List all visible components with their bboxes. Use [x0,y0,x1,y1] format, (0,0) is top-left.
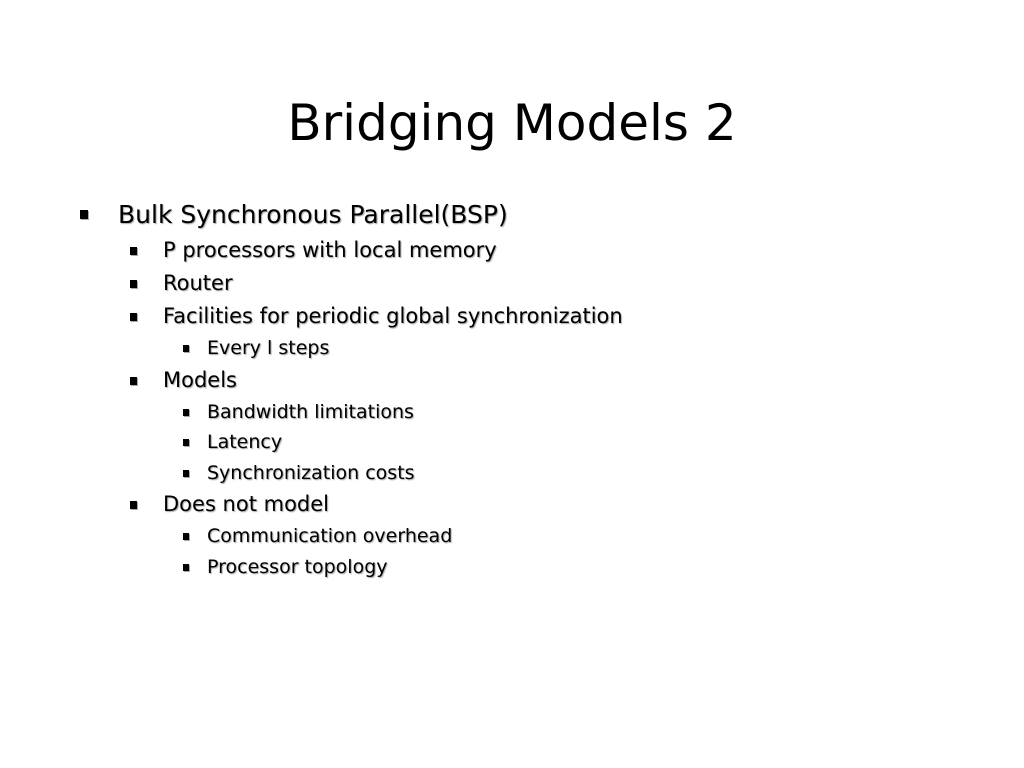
square-bullet-icon [130,280,137,288]
bullet-text: Processor topology [207,555,388,578]
bullet-item-processors: P processors with local memory [0,234,1024,267]
bullet-text: Communication overhead [207,525,453,547]
square-bullet-icon [130,313,137,321]
square-bullet-icon [130,247,137,255]
bullet-item-synchronization-facilities: Facilities for periodic global synchroni… [0,300,1024,333]
bullet-text: Models [163,367,237,392]
bullet-text: P processors with local memory [163,238,497,262]
square-bullet-icon [130,376,137,385]
bullet-list: Bulk Synchronous Parallel(BSP) P process… [0,196,1024,582]
bullet-item-does-not-model: Does not model [0,488,1024,521]
square-bullet-icon [80,210,88,219]
bullet-text: Every l steps [207,337,330,359]
square-bullet-icon [183,563,189,571]
square-bullet-icon [183,439,189,446]
square-bullet-icon [183,408,189,416]
bullet-item-communication-overhead: Communication overhead [0,521,1024,552]
square-bullet-icon [130,501,137,509]
bullet-item-router: Router [0,267,1024,300]
bullet-text: Synchronization costs [207,461,415,484]
slide-title: Bridging Models 2 [287,94,737,152]
square-bullet-icon [183,469,189,477]
bullet-item-processor-topology: Processor topology [0,552,1024,583]
bullet-text: Router [163,271,233,295]
bullet-text: Latency [207,431,283,453]
square-bullet-icon [183,533,189,540]
bullet-item-latency: Latency [0,427,1024,458]
square-bullet-icon [183,345,189,352]
bullet-item-models: Models [0,364,1024,397]
bullet-item-every-l-steps: Every l steps [0,333,1024,364]
bullet-item-synchronization-costs: Synchronization costs [0,458,1024,489]
bullet-text: Bandwidth limitations [207,400,414,423]
bullet-item-bsp: Bulk Synchronous Parallel(BSP) [0,196,1024,234]
bullet-item-bandwidth: Bandwidth limitations [0,397,1024,428]
bullet-text: Bulk Synchronous Parallel(BSP) [118,200,508,229]
bullet-text: Facilities for periodic global synchroni… [163,304,623,328]
bullet-text: Does not model [163,492,330,516]
